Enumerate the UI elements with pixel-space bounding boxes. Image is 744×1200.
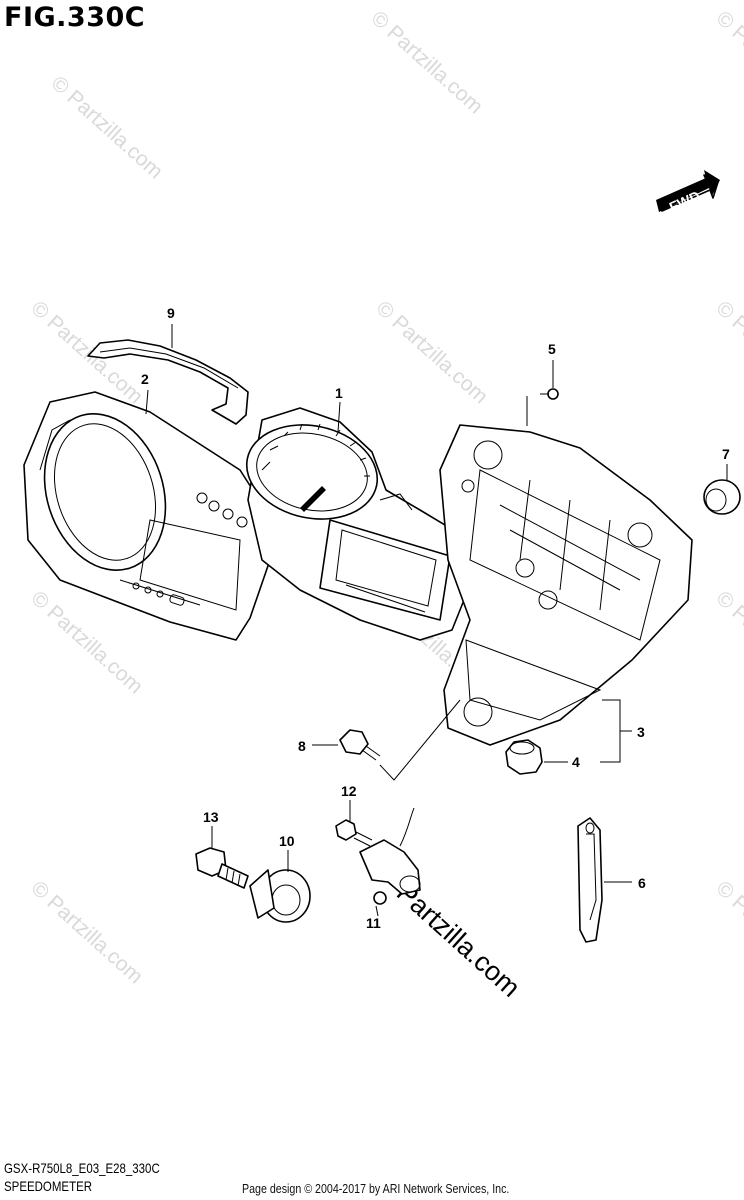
- watermark-text: © Partzilla.com: [27, 877, 148, 989]
- callout-label: 2: [141, 371, 149, 387]
- copyright-notice: Page design © 2004-2017 by ARI Network S…: [242, 1181, 510, 1196]
- section-name: SPEEDOMETER: [4, 1178, 93, 1194]
- leader-lines: [145, 324, 728, 917]
- watermark-text: © Partzilla.com: [712, 7, 744, 119]
- callout-label: 12: [341, 783, 357, 799]
- callout-label: 7: [722, 446, 730, 462]
- forward-label: FWD: [667, 187, 703, 215]
- callout-label: 10: [279, 833, 295, 849]
- shield-part: [87, 339, 249, 425]
- callout-label: 4: [572, 754, 580, 770]
- speed-sensor-part: [335, 807, 421, 905]
- watermark-text: © Partzilla.com: [712, 297, 744, 409]
- watermark-text: © Partzilla.com: [367, 7, 488, 119]
- screw-part: [540, 388, 559, 400]
- callout-label: 5: [548, 341, 556, 357]
- speedometer-assembly-part: [245, 407, 473, 641]
- cushion-part: [505, 739, 543, 775]
- lower-case-part: [439, 424, 693, 746]
- watermark-text: © Partzilla.com: [372, 297, 493, 409]
- watermark-main-text: Partzilla.com: [391, 877, 526, 1003]
- gauge-tick-marks: [261, 423, 370, 477]
- watermark-text: © Partzilla.com: [47, 72, 168, 184]
- screw-part: [339, 729, 381, 761]
- figure-title: FIG.330C: [4, 2, 146, 33]
- grommet-part: [703, 479, 741, 515]
- bolt-part: [195, 847, 249, 889]
- callout-label: 6: [638, 875, 646, 891]
- watermark-text: © Partzilla.com: [712, 877, 744, 989]
- callout-label: 9: [167, 305, 175, 321]
- callout-label: 13: [203, 809, 219, 825]
- watermark-text: © Partzilla.com: [712, 587, 744, 699]
- upper-case-cover-part: [23, 391, 273, 641]
- cushion-part: [249, 869, 311, 923]
- callout-label: 8: [298, 738, 306, 754]
- callout-label: 1: [335, 385, 343, 401]
- callout-label: 3: [637, 724, 645, 740]
- model-code: GSX-R750L8_E03_E28_330C: [4, 1160, 160, 1176]
- callout-labels: 9 2 1 5 7 3 4 8 12 13 10 11 6: [141, 305, 730, 931]
- forward-arrow-icon: FWD: [656, 170, 720, 215]
- clamp-part: [577, 817, 603, 943]
- callout-label: 11: [366, 915, 381, 931]
